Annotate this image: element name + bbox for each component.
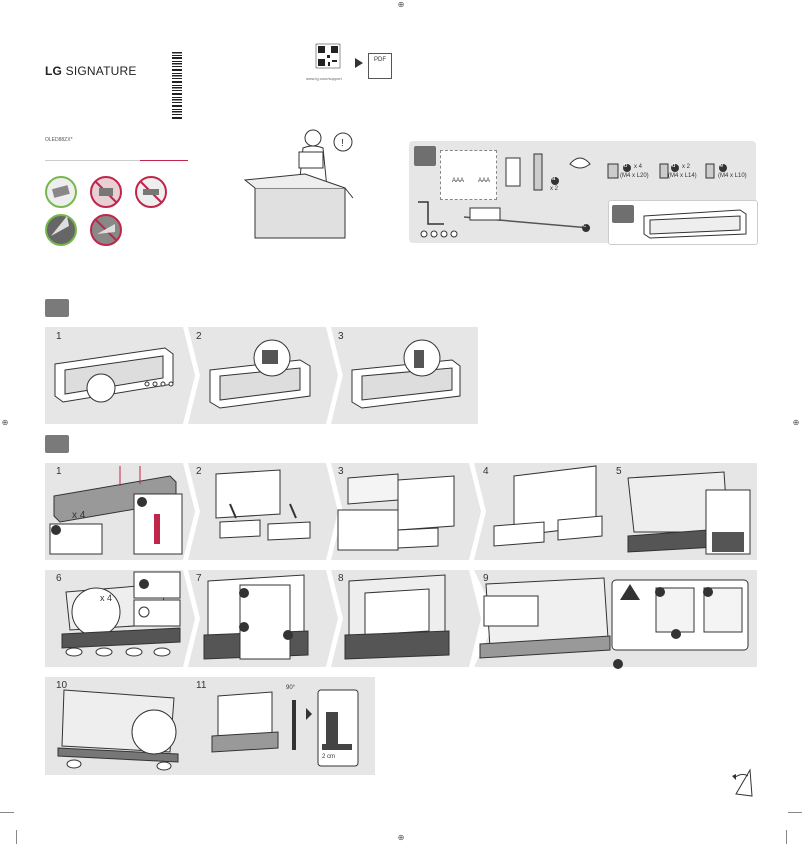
step-b-2-drawing bbox=[215, 469, 311, 541]
stand-icon bbox=[612, 205, 634, 223]
step-b-11-dimension: 2 cm bbox=[322, 754, 336, 760]
step-b-11-angle: 90° bbox=[286, 685, 296, 691]
a-qty: x 2 bbox=[550, 186, 559, 192]
step-b-1-drawing bbox=[49, 466, 183, 555]
step-b-10-number: 10 bbox=[56, 680, 68, 691]
registration-mark-top-icon: ⊕ bbox=[397, 0, 405, 9]
brand-signature: SIGNATURE bbox=[65, 64, 137, 78]
registration-mark-bottom-icon: ⊕ bbox=[397, 833, 405, 842]
support-url[interactable]: www.lg.com/support bbox=[306, 76, 342, 81]
box-contents-icon bbox=[414, 146, 436, 166]
battery-label-2: AAA bbox=[478, 178, 491, 184]
step-a-2-number: 2 bbox=[196, 331, 202, 342]
step-a-3-drawing bbox=[351, 339, 461, 409]
section-stand-icon bbox=[45, 299, 69, 317]
part-c-icon bbox=[582, 224, 590, 232]
b-spec: (M4 x L20) bbox=[620, 173, 649, 179]
screw-d-icon bbox=[671, 164, 679, 172]
step-b-5-number: 5 bbox=[616, 466, 622, 477]
step-b-6-qty: x 4 bbox=[100, 593, 113, 603]
battery-label-1: AAA bbox=[452, 178, 465, 184]
svg-text:!: ! bbox=[341, 138, 344, 149]
step-b-1-number: 1 bbox=[56, 466, 62, 477]
step-b-5-drawing bbox=[627, 471, 751, 555]
remote-box bbox=[440, 150, 497, 200]
brand-logo: LG SIGNATURE bbox=[45, 64, 137, 78]
step-b-11-number: 11 bbox=[196, 680, 207, 691]
trim-mark bbox=[786, 830, 787, 844]
pdf-icon: PDF bbox=[368, 53, 392, 79]
screw-e-icon bbox=[719, 164, 727, 172]
label-b: b bbox=[624, 163, 628, 169]
step-b-8-drawing bbox=[344, 574, 450, 660]
step-b-11-drawing bbox=[211, 689, 359, 767]
handling-guide-icons bbox=[45, 176, 167, 246]
trim-mark bbox=[788, 812, 802, 813]
step-b-4-drawing bbox=[493, 465, 603, 547]
section-tv-icon bbox=[45, 435, 69, 453]
registration-mark-left-icon: ⊕ bbox=[1, 418, 9, 427]
barcode-icon bbox=[172, 52, 182, 119]
step-b-3-drawing bbox=[337, 473, 455, 551]
label-e: e bbox=[720, 163, 724, 169]
part-a-icon bbox=[551, 177, 559, 185]
label-d: d bbox=[672, 163, 676, 169]
page-turn-icon bbox=[732, 768, 753, 797]
b-qty: x 4 bbox=[634, 164, 643, 170]
step-b-6-number: 6 bbox=[56, 573, 62, 584]
step-b-8-number: 8 bbox=[338, 573, 344, 584]
step-b-3-number: 3 bbox=[338, 466, 344, 477]
step-b-7-number: 7 bbox=[196, 573, 202, 584]
step-b-2-number: 2 bbox=[196, 466, 202, 477]
step-b-10-drawing bbox=[57, 689, 179, 771]
pdf-label: PDF bbox=[374, 57, 386, 63]
step-b-4-number: 4 bbox=[483, 466, 489, 477]
step-a-2-drawing bbox=[209, 339, 311, 409]
d-spec: (M4 x L14) bbox=[668, 173, 697, 179]
step-b-7-drawing bbox=[203, 574, 309, 660]
step-a-1-number: 1 bbox=[56, 331, 62, 342]
trim-mark bbox=[0, 812, 14, 813]
label-c: c bbox=[583, 223, 586, 229]
step-b-9-number: 9 bbox=[483, 573, 489, 584]
arrow-right-icon bbox=[355, 58, 363, 68]
e-spec: (M4 x L10) bbox=[718, 173, 747, 179]
unboxing-illustration: ! bbox=[243, 129, 354, 239]
step-a-1-drawing bbox=[54, 347, 174, 403]
registration-mark-right-icon: ⊕ bbox=[792, 418, 800, 427]
qr-code-icon bbox=[315, 43, 341, 69]
d-qty: x 2 bbox=[682, 164, 691, 170]
divider-line bbox=[45, 160, 188, 161]
step-b-9-drawing bbox=[479, 577, 749, 669]
model-number: OLED88ZX* bbox=[45, 137, 73, 143]
screw-b-icon bbox=[623, 164, 631, 172]
stand-drawing bbox=[643, 209, 747, 239]
step-b-6-drawing bbox=[61, 571, 181, 657]
small-parts-drawing bbox=[418, 201, 501, 238]
step-a-3-number: 3 bbox=[338, 331, 344, 342]
divider-accent bbox=[140, 160, 188, 161]
label-a: a bbox=[552, 176, 556, 182]
brand-lg: LG bbox=[45, 64, 63, 78]
step-b-1-qty: x 4 bbox=[72, 510, 86, 521]
trim-mark bbox=[16, 830, 17, 844]
